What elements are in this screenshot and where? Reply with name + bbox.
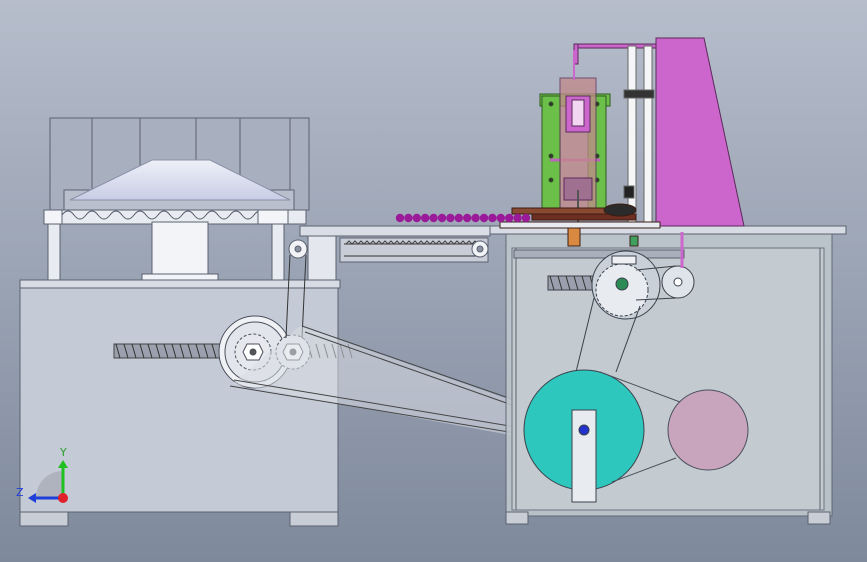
bead xyxy=(471,213,480,223)
bead xyxy=(463,213,472,223)
bead xyxy=(505,213,514,223)
bead xyxy=(496,213,505,223)
bead xyxy=(404,213,413,223)
coordinate-triad: Y Z xyxy=(16,446,68,503)
bead xyxy=(412,213,421,223)
chain-conveyor xyxy=(288,225,491,263)
bead-row xyxy=(395,213,531,223)
bead xyxy=(479,213,489,223)
bead xyxy=(513,213,522,223)
left-base-cabinet xyxy=(19,287,339,513)
bead xyxy=(429,213,438,223)
flywheel xyxy=(523,369,645,503)
bead xyxy=(437,213,447,223)
bead xyxy=(421,213,430,223)
carriage xyxy=(499,203,661,247)
bead xyxy=(446,213,455,223)
bead xyxy=(521,213,531,223)
bead xyxy=(454,213,463,223)
right-gear-train xyxy=(547,232,695,373)
mast-assembly xyxy=(559,37,745,227)
y-axis-label: Y xyxy=(59,446,67,459)
motor xyxy=(599,371,749,483)
bead xyxy=(395,213,405,223)
mast-column xyxy=(655,37,745,227)
flywheel-bracket xyxy=(571,409,597,503)
x-axis-dot xyxy=(58,493,68,503)
left-machine xyxy=(19,117,341,527)
bead xyxy=(488,213,497,223)
center-column xyxy=(151,221,209,279)
distributor-cone xyxy=(69,159,291,201)
z-axis-label: Z xyxy=(16,486,24,499)
